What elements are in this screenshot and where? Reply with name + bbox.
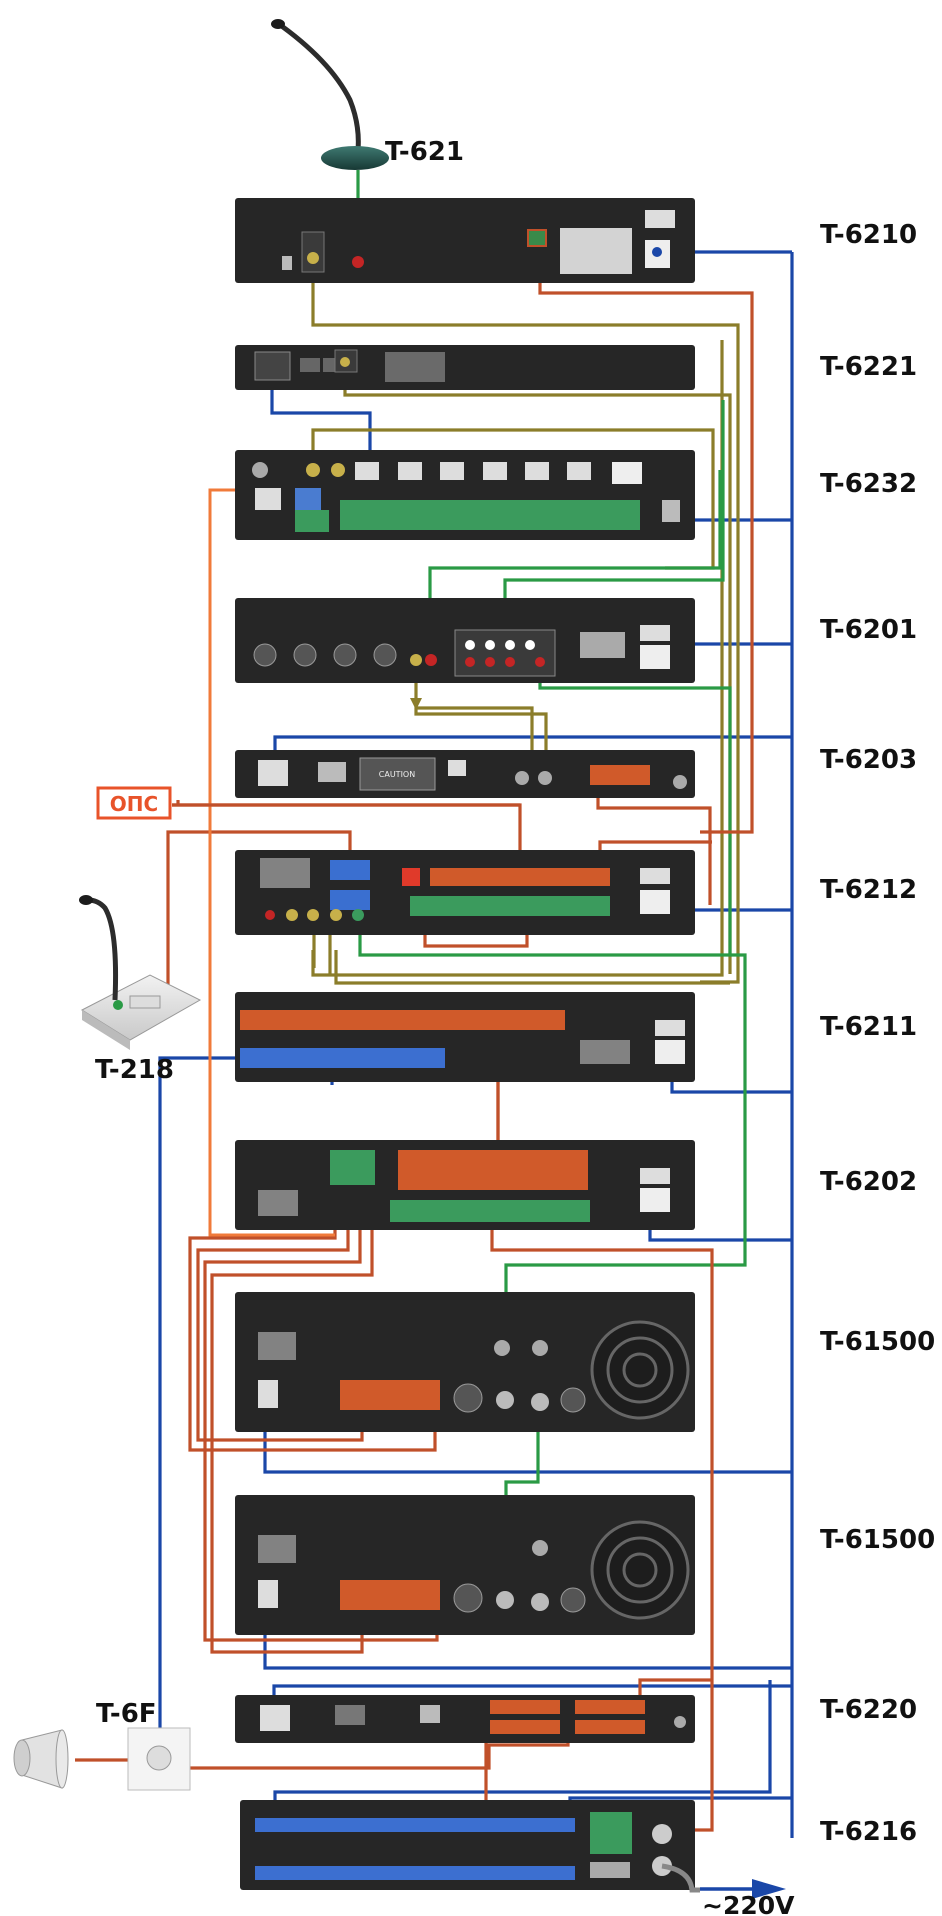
device-t6211 [235,992,695,1082]
console-t218 [79,895,200,1050]
device-t6221 [235,345,695,390]
label-t61500-a: T-61500 [820,1327,935,1357]
console-gooseneck [88,900,116,1000]
mic-base [321,146,389,170]
label-t6216: T-6216 [820,1817,917,1847]
label-t6221: T-6221 [820,352,917,382]
device-t6220 [235,1695,695,1743]
label-t6220: T-6220 [820,1695,917,1725]
terminal-block-blue [255,1818,575,1832]
device-t61500-a [235,1292,695,1432]
device-t6212 [235,850,695,935]
label-t6f: T-6F [96,1699,157,1729]
terminal-block-blue [255,1866,575,1880]
terminal-block-green [410,896,610,916]
label-t6232: T-6232 [820,469,917,499]
line-input-jack [352,256,364,268]
label-t6202: T-6202 [820,1167,917,1197]
device-t6210 [235,198,695,283]
label-t6211: T-6211 [820,1012,917,1042]
label-ops: ОПС [110,792,158,816]
label-t6201: T-6201 [820,615,917,645]
caution-label: CAUTION [379,770,415,779]
label-t621: T-621 [385,137,464,167]
device-t6202 [235,1140,695,1230]
microphone-t621 [271,19,389,170]
device-t6203: CAUTION [235,750,695,798]
volume-control-t6f [128,1728,190,1790]
label-t6210: T-6210 [820,220,917,250]
mic-input-jack [307,252,319,264]
device-t6216 [240,1800,695,1890]
device-t61500-b [235,1495,695,1635]
terminal-block-red [398,1150,588,1190]
label-t6203: T-6203 [820,745,917,775]
label-t218: T-218 [95,1055,174,1085]
label-mains: ~220V [702,1891,795,1916]
terminal-block-red [240,1010,565,1030]
terminal-block-green [340,500,640,530]
device-t6232 [235,450,695,540]
terminal-block-blue [240,1048,445,1068]
switch [282,256,292,270]
label-t61500-b: T-61500 [820,1525,935,1555]
horn-speaker-icon [14,1730,68,1788]
mic-head [271,19,285,29]
label-t6212: T-6212 [820,875,917,905]
gooseneck [276,22,358,150]
terminal-block-green [390,1200,590,1222]
terminal-block-red [430,868,610,886]
device-t6201 [235,598,695,683]
